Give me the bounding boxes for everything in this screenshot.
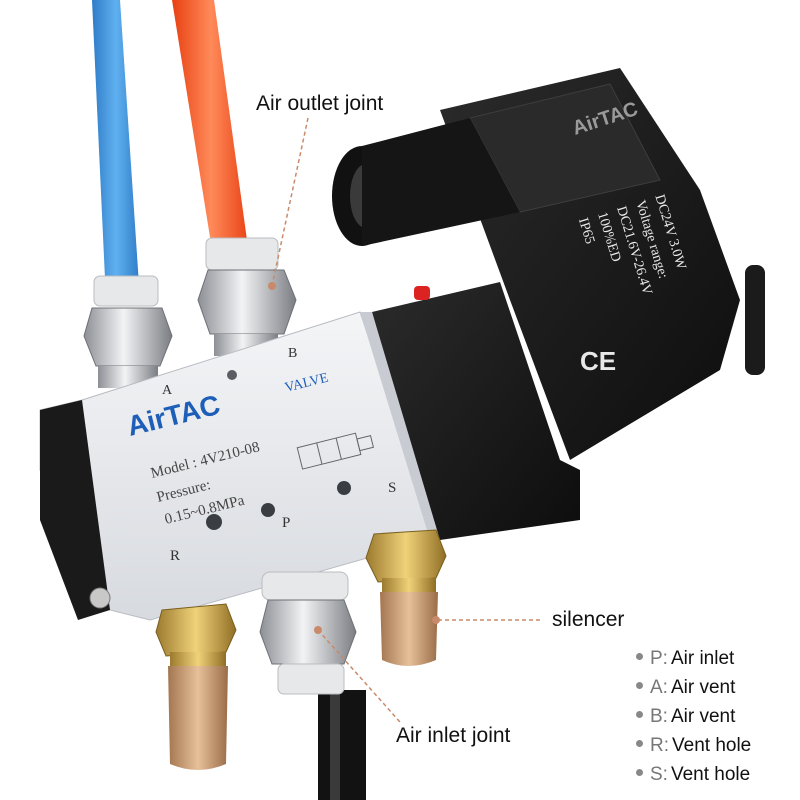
coil-line-5: IP65 (575, 216, 597, 246)
valve-symbol (296, 432, 375, 470)
valve-body: AirTAC VALVE Model : 4V210-08 Pressure: … (39, 311, 440, 621)
port-label-s: S (388, 480, 396, 496)
legend-desc: Air inlet (670, 648, 735, 669)
legend-bullet-icon (636, 653, 643, 661)
legend-item-s: S:Vent hole (636, 764, 796, 793)
legend-desc: Vent hole (670, 764, 751, 785)
legend-desc: Air vent (670, 706, 736, 727)
leader-air-outlet (271, 117, 309, 287)
legend-key: S: (650, 764, 668, 785)
callout-air-inlet-joint: Air inlet joint (396, 724, 511, 747)
legend-desc: Vent hole (672, 735, 752, 756)
port-label-r: R (170, 548, 180, 564)
legend-key: B: (650, 706, 668, 727)
solenoid-coil: AirTAC DC24V 3.0W Voltage range: DC21.6V… (440, 68, 765, 460)
legend-item-a: A:Air vent (636, 677, 796, 706)
connector-plug (332, 118, 520, 246)
legend-bullet-icon (636, 740, 643, 748)
fitting-a (83, 275, 173, 388)
fitting-p (259, 571, 357, 695)
actuator-block (372, 282, 580, 540)
leader-dot-inlet (314, 626, 322, 634)
red-tube (172, 0, 250, 262)
legend-bullet-icon (636, 769, 643, 777)
legend-item-b: B:Air vent (636, 706, 796, 735)
legend-item-r: R:Vent hole (636, 735, 796, 764)
port-label-b: B (288, 346, 297, 361)
callout-air-outlet-joint: Air outlet joint (256, 92, 384, 115)
silencer-s (365, 529, 447, 666)
legend-item-p: P:Air inlet (636, 648, 796, 677)
leader-dot-silencer (432, 616, 440, 624)
callout-silencer: silencer (552, 608, 625, 631)
port-legend: P:Air inlet A:Air vent B:Air vent R:Vent… (636, 648, 796, 793)
port-label-p: P (282, 515, 290, 531)
silencer-r (155, 603, 237, 770)
blue-tube (92, 0, 140, 300)
leader-dot-outlet (268, 282, 276, 290)
port-label-a: A (162, 383, 173, 398)
ce-mark: CE (580, 346, 616, 376)
legend-key: R: (650, 735, 669, 756)
legend-desc: Air vent (670, 677, 736, 698)
black-tube (318, 690, 366, 800)
leader-lines (271, 117, 540, 723)
legend-key: A: (650, 677, 668, 698)
legend-key: P: (650, 648, 668, 669)
legend-bullet-icon (636, 711, 643, 719)
legend-bullet-icon (636, 682, 643, 690)
